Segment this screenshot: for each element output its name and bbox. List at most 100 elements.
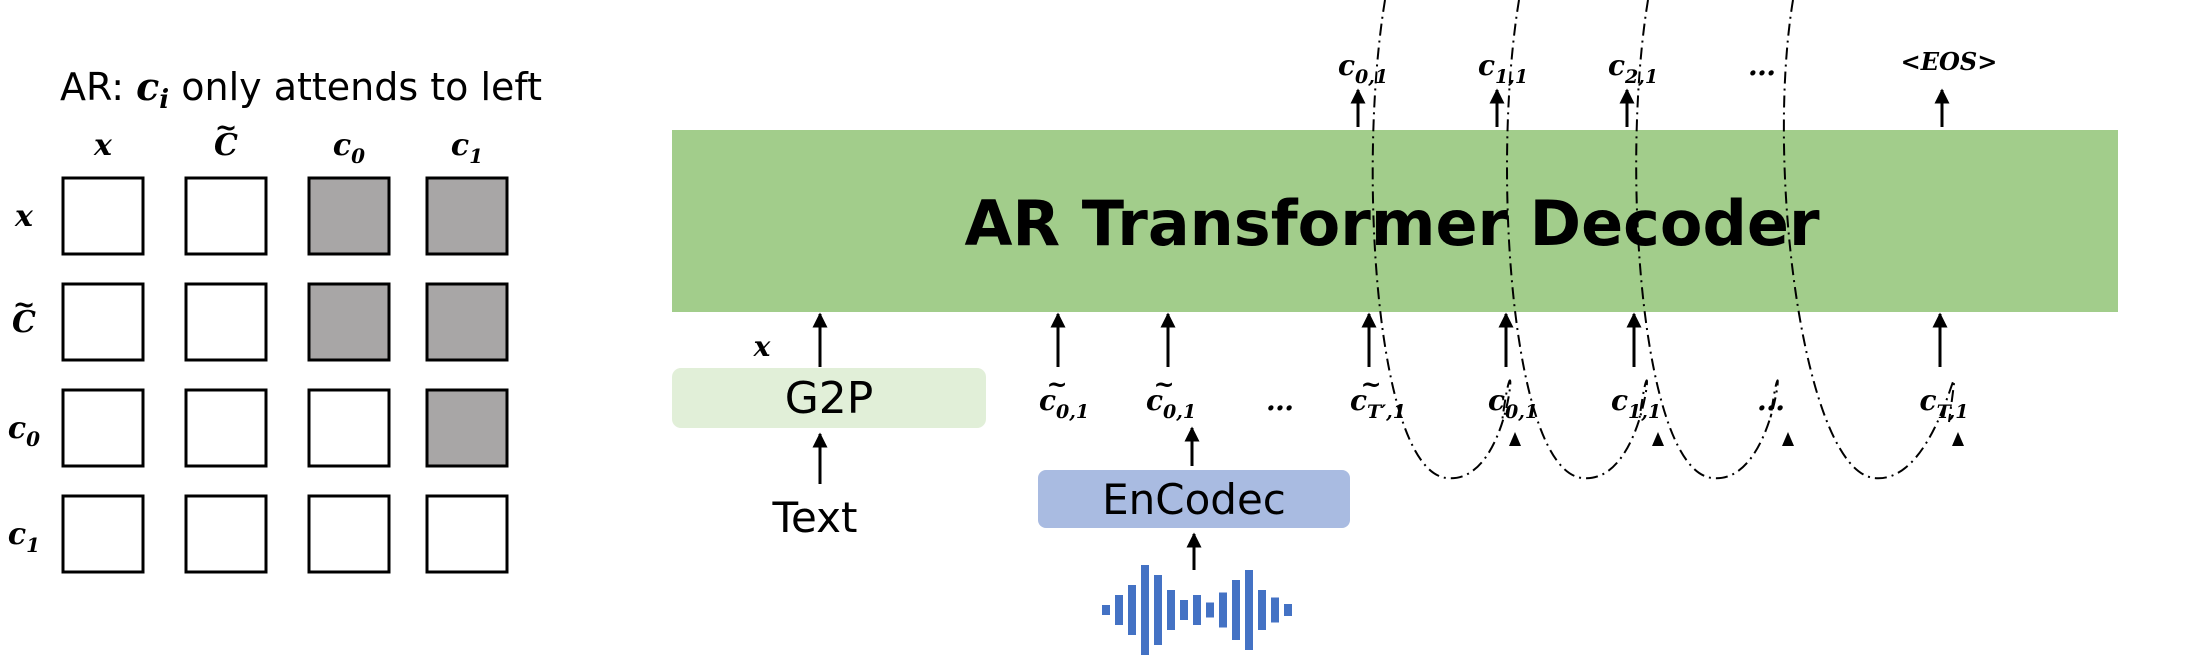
g2p-label: G2P	[785, 373, 874, 424]
mask-col-label-base: C	[214, 128, 238, 163]
mask-col-label-base: x	[93, 128, 113, 163]
mask-col-label: C	[214, 128, 238, 163]
mask-row-label-base: c	[8, 517, 26, 552]
mask-row-label-base: x	[14, 199, 34, 234]
input-token: cT,1	[1920, 384, 1969, 423]
mask-row-label: c1	[8, 517, 40, 557]
waveform-bar	[1128, 585, 1136, 635]
feedback-arrowhead	[1652, 432, 1664, 446]
input-token-base: …	[1757, 384, 1785, 417]
mask-row-label-sub: 0	[26, 427, 40, 451]
mask-row-label-sub: 1	[26, 533, 40, 557]
mask-cell-masked	[425, 388, 509, 468]
decoder-title: AR Transformer Decoder	[964, 187, 1819, 260]
mask-cell-open	[307, 388, 391, 468]
output-token: c0,1	[1338, 49, 1388, 88]
input-token-tilde: ~	[1046, 369, 1067, 399]
waveform-bar	[1167, 590, 1175, 630]
mask-row-label: x	[14, 199, 34, 234]
mask-cell-open	[184, 176, 268, 256]
mask-cell-open	[61, 388, 145, 468]
mask-cell-masked	[307, 176, 391, 256]
waveform-bar	[1102, 605, 1110, 615]
mask-cell-masked	[425, 176, 509, 256]
waveform-bar	[1271, 597, 1279, 623]
mask-title-suffix: only attends to left	[169, 65, 542, 109]
input-token: cT′,1	[1350, 384, 1406, 423]
feedback-loop	[1635, 0, 1779, 480]
waveform-bar	[1219, 592, 1227, 628]
input-arrows	[1050, 312, 1948, 367]
mask-column-labels: x C~ c0 c1	[93, 112, 483, 168]
input-token-base: c	[1350, 384, 1367, 417]
encodec-box	[1038, 470, 1350, 528]
output-token-eos: <EOS>	[1901, 47, 1998, 76]
audio-waveform-icon	[1102, 565, 1292, 655]
mask-title-prefix: AR:	[60, 65, 136, 109]
input-token-base: c	[1146, 384, 1163, 417]
mask-grid	[61, 176, 509, 574]
input-token: c0,1	[1039, 384, 1089, 423]
mask-cell-open	[61, 494, 145, 574]
output-token-sub: 0,1	[1355, 66, 1388, 88]
input-token: …	[1757, 384, 1785, 417]
mask-col-label: x	[93, 128, 113, 163]
feedback-loop	[1782, 0, 1956, 480]
feedback-loop	[1506, 0, 1648, 480]
mask-row-label: c0	[8, 411, 40, 451]
waveform-bar	[1193, 595, 1201, 625]
mask-row-label-tilde: ~	[13, 289, 36, 320]
output-token-sub: 2,1	[1624, 66, 1658, 88]
mask-col-label: c0	[333, 128, 365, 168]
waveform-bar	[1115, 595, 1123, 625]
output-arrows	[1350, 88, 1950, 127]
input-token-sub: 0,1	[1163, 401, 1196, 423]
input-token-tilde: ~	[1153, 369, 1174, 399]
mask-row-label-base: C	[12, 305, 36, 340]
mask-col-label-base: c	[451, 128, 469, 163]
input-token: …	[1266, 384, 1294, 417]
waveform-bar	[1154, 575, 1162, 645]
input-token: c1,1	[1611, 384, 1661, 423]
input-token-sub: 0,1	[1505, 401, 1538, 423]
mask-cell-open	[184, 388, 268, 468]
autoregressive-feedback-loops	[1371, 0, 1964, 480]
input-token-sub: 1,1	[1628, 401, 1661, 423]
waveform-bar	[1180, 600, 1188, 620]
input-token-base: c	[1920, 384, 1937, 417]
mask-col-label-tilde: ~	[215, 112, 238, 143]
output-token: c2,1	[1608, 49, 1658, 88]
mask-title-var: c	[136, 64, 159, 109]
waveform-bar	[1232, 580, 1240, 640]
waveform-bar	[1284, 604, 1292, 616]
output-token-base: c	[1338, 49, 1355, 82]
text-input-label: Text	[772, 493, 858, 542]
decoder-block	[672, 130, 2118, 312]
mask-col-label-sub: 1	[469, 144, 483, 168]
input-token-tilde: ~	[1360, 369, 1381, 399]
input-token: c0,1	[1488, 384, 1538, 423]
mask-cell-open	[425, 494, 509, 574]
g2p-box	[672, 368, 986, 428]
mask-col-label: c1	[451, 128, 483, 168]
input-token: c0,1	[1146, 384, 1196, 423]
mask-cell-masked	[307, 282, 391, 362]
mask-cell-open	[61, 282, 145, 362]
output-token-base: c	[1608, 49, 1625, 82]
waveform-bar	[1258, 590, 1266, 630]
mask-cell-masked	[425, 282, 509, 362]
feedback-arrowhead	[1952, 432, 1964, 446]
input-token-base: c	[1611, 384, 1628, 417]
output-token-base: c	[1478, 49, 1495, 82]
waveform-bar	[1245, 570, 1253, 650]
mask-cell-open	[184, 282, 268, 362]
output-token-sub: 1,1	[1495, 66, 1528, 88]
feedback-arrowhead	[1509, 432, 1521, 446]
feedback-loop	[1371, 0, 1512, 480]
output-token: c1,1	[1478, 49, 1528, 88]
x-label: x	[753, 330, 771, 363]
